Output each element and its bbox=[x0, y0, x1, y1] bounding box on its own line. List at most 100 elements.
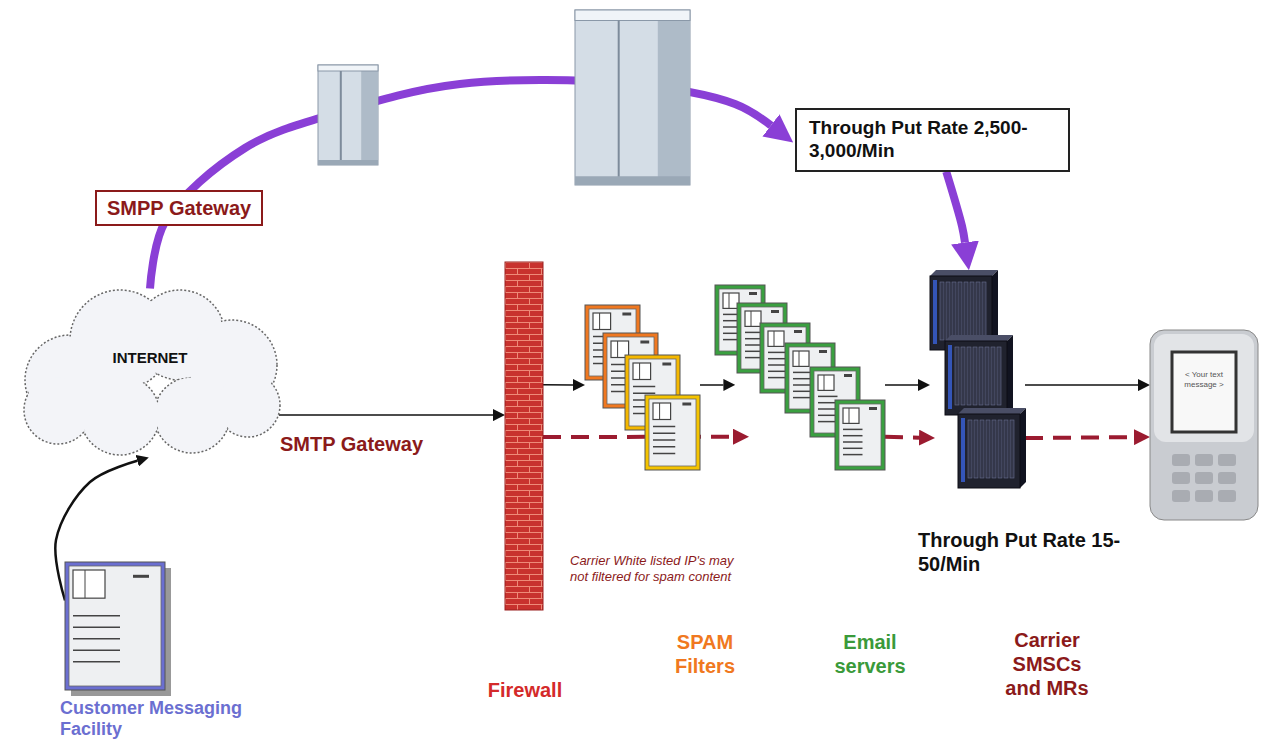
phone-key bbox=[1172, 490, 1190, 502]
server-vent bbox=[633, 393, 655, 395]
server-led bbox=[640, 341, 649, 344]
rack-side bbox=[1007, 335, 1013, 415]
server-led bbox=[133, 575, 149, 578]
gateway-label: SMTP Gateway bbox=[278, 432, 425, 456]
server-face bbox=[649, 399, 696, 466]
rack-top bbox=[958, 408, 1026, 414]
rack-slot bbox=[973, 347, 977, 405]
phone-key bbox=[1195, 490, 1213, 502]
connector bbox=[543, 435, 733, 439]
tower-side bbox=[361, 65, 378, 165]
rack-unit bbox=[958, 408, 1026, 488]
rack-slot bbox=[970, 282, 974, 340]
node-text: Carrier SMSCs and MRs bbox=[997, 628, 1097, 700]
rack-slot bbox=[974, 420, 978, 478]
gateway-label: SMPP Gateway bbox=[95, 190, 263, 226]
rack-slot bbox=[961, 347, 965, 405]
tower-top bbox=[575, 10, 690, 21]
node-text: Firewall bbox=[480, 678, 570, 702]
connector bbox=[543, 384, 573, 386]
server-icon bbox=[645, 395, 700, 470]
node-illustration bbox=[715, 285, 885, 470]
rack-slot bbox=[982, 282, 986, 340]
node-text: INTERNET bbox=[70, 349, 230, 367]
server-vent bbox=[633, 386, 655, 388]
server-led bbox=[662, 363, 671, 366]
server-vent bbox=[653, 426, 675, 428]
node-text: Through Put Rate 2,500-3,000/Min bbox=[809, 117, 1056, 163]
rack-slot bbox=[980, 420, 984, 478]
rack-stripe bbox=[948, 345, 952, 409]
server-window-divider bbox=[824, 375, 825, 390]
connector bbox=[700, 384, 723, 386]
server-vent bbox=[73, 650, 120, 652]
server-vent bbox=[73, 661, 120, 663]
node-text: < Your text message > bbox=[1174, 370, 1234, 389]
server-face bbox=[629, 359, 676, 426]
tower-body bbox=[575, 10, 690, 185]
server-vent bbox=[843, 454, 863, 456]
phone-screen bbox=[1172, 352, 1236, 432]
rack-slot bbox=[946, 282, 950, 340]
tower-top bbox=[318, 65, 378, 71]
rack-stack: Carrier SMSCs and MRs bbox=[925, 270, 1025, 490]
server-led bbox=[749, 292, 757, 295]
tower-base bbox=[575, 176, 690, 185]
node-illustration bbox=[925, 270, 1025, 490]
server-frame bbox=[65, 562, 165, 690]
tower-body bbox=[318, 65, 378, 165]
server-vent bbox=[843, 435, 863, 437]
node-illustration bbox=[585, 305, 700, 470]
server-window bbox=[593, 313, 611, 330]
rate-box: Through Put Rate 2,500-3,000/Min bbox=[795, 108, 1070, 172]
server-window-divider bbox=[617, 341, 618, 358]
server-window-divider bbox=[799, 351, 800, 366]
tower-seam bbox=[618, 21, 620, 186]
firewall-node: Firewall bbox=[505, 262, 543, 610]
server-window-divider bbox=[751, 311, 752, 326]
server-window-divider bbox=[729, 293, 730, 308]
server-led bbox=[819, 350, 827, 353]
node-text: Customer Messaging Facility bbox=[60, 698, 275, 740]
server-vent bbox=[843, 441, 863, 443]
server-icon bbox=[835, 400, 885, 470]
server-led bbox=[844, 374, 852, 377]
rack-slot bbox=[955, 347, 959, 405]
phone-key bbox=[1218, 454, 1236, 466]
server-vent bbox=[843, 429, 863, 431]
rack-slot bbox=[997, 347, 1001, 405]
rack-slot bbox=[967, 347, 971, 405]
cloud-node: INTERNET bbox=[10, 285, 290, 455]
rack-slot bbox=[1004, 420, 1008, 478]
server-vent bbox=[818, 396, 838, 398]
rack-slot bbox=[998, 420, 1002, 478]
server-window-divider bbox=[639, 363, 640, 380]
rack-slot bbox=[968, 420, 972, 478]
server-vent bbox=[843, 448, 863, 450]
server-frame bbox=[645, 395, 700, 470]
phone-key bbox=[1172, 454, 1190, 466]
node-text: SPAM Filters bbox=[655, 630, 755, 678]
server-vent bbox=[653, 439, 675, 441]
server-vent bbox=[73, 615, 120, 617]
server-window-divider bbox=[774, 331, 775, 346]
server-led bbox=[771, 310, 779, 313]
rack-top bbox=[945, 335, 1013, 341]
phone-key bbox=[1172, 472, 1190, 484]
node-illustration bbox=[65, 562, 165, 690]
phone-body bbox=[1150, 330, 1258, 520]
cloud-fill bbox=[82, 377, 159, 454]
rack-slot bbox=[958, 282, 962, 340]
connector bbox=[1025, 435, 1134, 440]
node-illustration bbox=[1150, 330, 1258, 520]
firewall-wall bbox=[505, 262, 543, 610]
connector bbox=[1025, 384, 1138, 386]
phone-lid bbox=[1154, 334, 1254, 442]
server-vent bbox=[653, 453, 675, 455]
server-window bbox=[653, 403, 671, 420]
rack-slot bbox=[952, 282, 956, 340]
tower-seam bbox=[340, 71, 342, 165]
server-window bbox=[633, 363, 651, 380]
note-text: Carrier White listed IP's may not filter… bbox=[570, 553, 748, 584]
